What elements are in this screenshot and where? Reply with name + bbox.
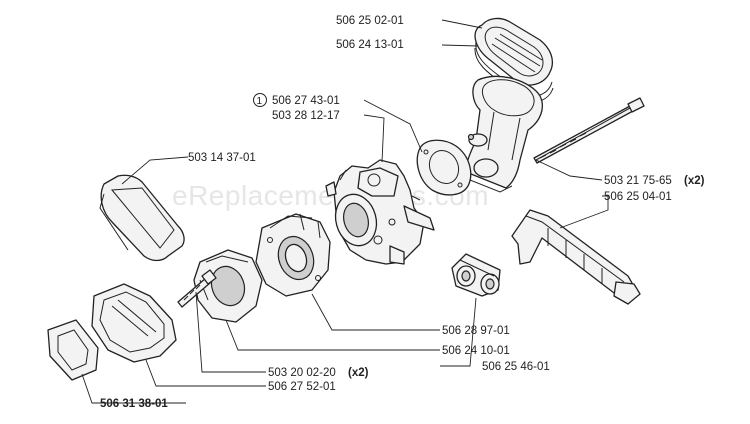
small-screw <box>177 269 217 308</box>
intake-manifold <box>255 213 331 297</box>
label-506-25-04-01: 506 25 04-01 <box>604 191 672 203</box>
carburetor <box>325 159 435 265</box>
part-labels: 506 25 02-01 506 24 13-01 1 506 27 43-01… <box>100 15 705 410</box>
label-506-25-46-01: 506 25 46-01 <box>482 361 550 373</box>
label-506-27-52-01: 506 27 52-01 <box>268 381 336 393</box>
intake-boot <box>91 283 177 363</box>
label-503-20-02-20: 503 20 02-20 <box>268 367 336 379</box>
label-503-21-75-65: 503 21 75-65 <box>604 175 672 187</box>
callout-circle <box>253 93 267 107</box>
label-506-28-97-01: 506 28 97-01 <box>442 325 510 337</box>
qty-503-20-02-20: (x2) <box>348 367 369 379</box>
intake-gasket <box>47 319 99 381</box>
label-503-28-12-17: 503 28 12-17 <box>272 110 340 122</box>
qty-503-21-75-65: (x2) <box>684 175 705 187</box>
long-screw <box>533 97 645 164</box>
callout-number: 1 <box>257 96 263 107</box>
label-506-24-13-01: 506 24 13-01 <box>336 39 404 51</box>
support-bracket <box>511 209 641 305</box>
label-506-24-10-01: 506 24 10-01 <box>442 345 510 357</box>
carburetor-gasket <box>416 139 472 196</box>
air-filter-holder <box>99 174 185 262</box>
air-filter-element <box>474 17 554 103</box>
label-503-14-37-01: 503 14 37-01 <box>188 152 256 164</box>
spacer-sleeves <box>451 253 501 297</box>
label-506-31-38-01: 506 31 38-01 <box>100 398 168 410</box>
carburetor-adapter-elbow <box>465 75 543 193</box>
label-506-25-02-01: 506 25 02-01 <box>336 15 404 27</box>
label-506-27-43-01: 506 27 43-01 <box>272 95 340 107</box>
leader-lines <box>81 19 609 404</box>
